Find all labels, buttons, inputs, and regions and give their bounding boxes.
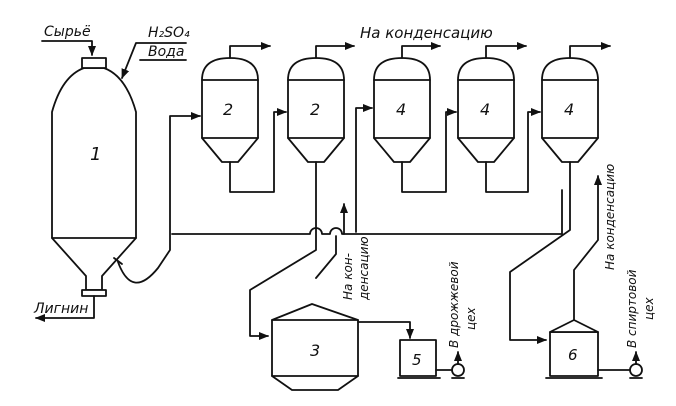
line-3-to-5 xyxy=(357,321,414,339)
link-2b-4a xyxy=(355,104,373,233)
raw-material-label: Сырьё xyxy=(44,24,91,40)
vessel-5: 5 xyxy=(397,339,441,379)
evaporator-4a: 4 xyxy=(373,42,441,163)
to-condensation-label: На конденсацию xyxy=(360,24,493,42)
pump-6 xyxy=(597,351,643,379)
to-condensation-split-1: На кон- xyxy=(341,253,355,300)
evaporator-4c: 4 xyxy=(541,42,611,163)
evaporator-4c-number: 4 xyxy=(564,100,574,119)
manifold-line xyxy=(171,189,563,235)
hydrolysis-vessel-1: 1 xyxy=(51,57,137,297)
vessel-1-number: 1 xyxy=(90,144,101,165)
vessel-6-vapor xyxy=(573,175,602,321)
acid-water-feed: H₂SO₄ Вода xyxy=(121,25,190,79)
to-yeast-label-2: цех xyxy=(464,306,478,330)
acid-label: H₂SO₄ xyxy=(148,25,190,41)
to-spirit-label-1: В спиртовой xyxy=(625,269,639,348)
vessel-3: 3 xyxy=(271,303,359,391)
lignin-label: Лигнин xyxy=(33,301,88,317)
evaporator-2b-number: 2 xyxy=(310,100,320,119)
hydrolyzate-line xyxy=(117,112,201,284)
vessel-5-number: 5 xyxy=(412,351,422,369)
raw-material-feed: Сырьё xyxy=(41,24,96,56)
lignin-outlet: Лигнин xyxy=(33,295,95,322)
to-spirit-label-2: цех xyxy=(642,296,656,320)
to-condensation-split-2: денсацию xyxy=(357,236,371,301)
evaporator-4b: 4 xyxy=(457,42,527,163)
to-yeast-label-1: В дрожжевой xyxy=(447,261,461,348)
link-2a-2b xyxy=(229,108,287,193)
evaporator-4a-number: 4 xyxy=(396,100,406,119)
evaporator-4b-number: 4 xyxy=(480,100,490,119)
line-4c-to-6 xyxy=(509,161,571,344)
evaporator-2b: 2 xyxy=(287,42,355,163)
vapor-to-condensation xyxy=(315,204,344,279)
link-4a-4b xyxy=(401,108,457,193)
vessel-6: 6 xyxy=(545,319,603,379)
line-2b-to-3 xyxy=(249,161,317,340)
vessel-3-number: 3 xyxy=(310,341,320,360)
water-label: Вода xyxy=(148,44,184,60)
link-4b-4c xyxy=(485,108,541,193)
evaporator-2a: 2 xyxy=(201,42,271,163)
vessel-6-number: 6 xyxy=(568,346,578,364)
pump-5 xyxy=(435,351,465,379)
evaporator-2a-number: 2 xyxy=(223,100,233,119)
to-condensation-right: На конденсацию xyxy=(603,164,617,270)
